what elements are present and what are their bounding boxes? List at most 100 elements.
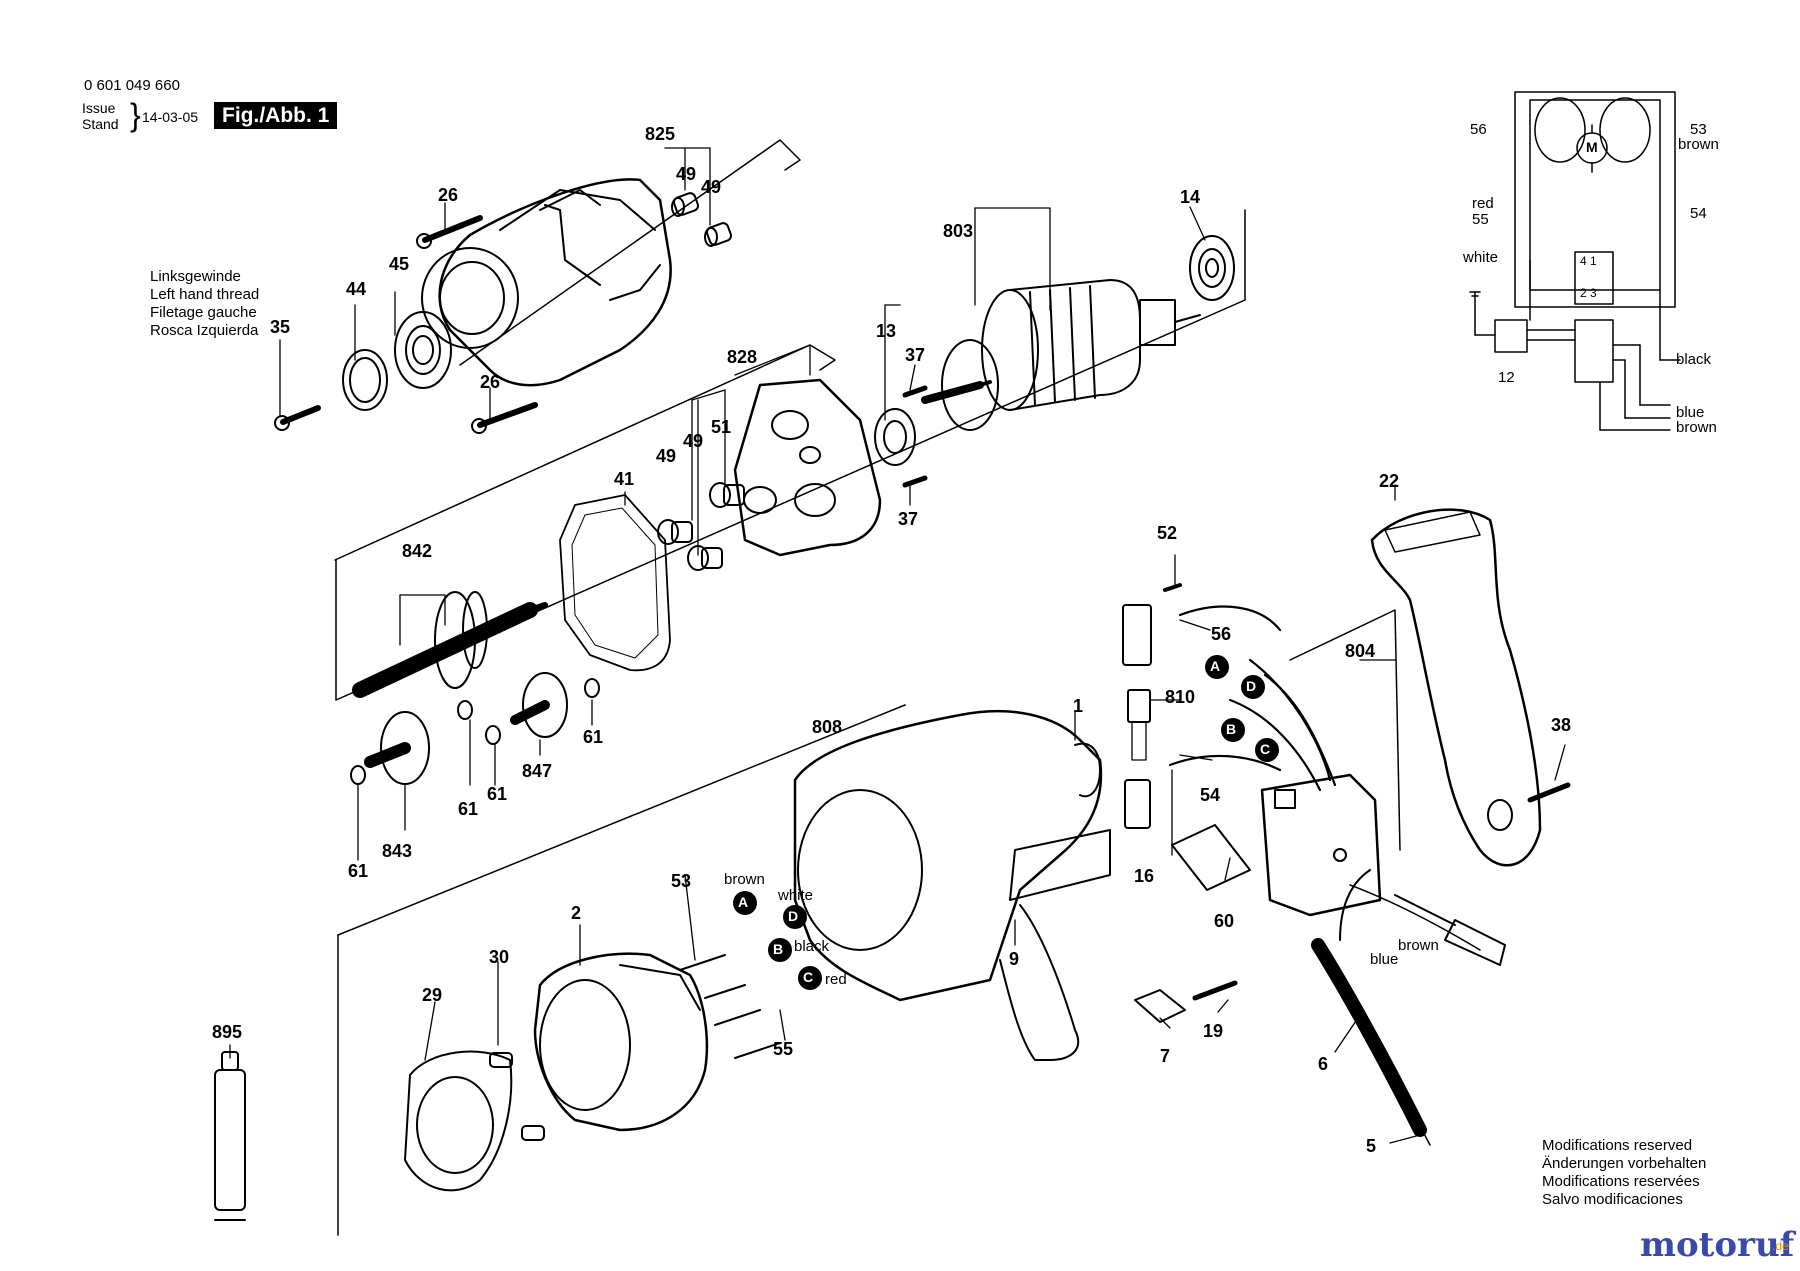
screw-26-top: [416, 215, 483, 249]
connector-c-label: C: [803, 969, 814, 985]
part-label: 61: [348, 861, 369, 881]
lock-washer-44: [342, 349, 388, 411]
schematic-label: brown: [1676, 419, 1717, 436]
part-label: 49: [683, 431, 704, 451]
switch-terminals-top: 4 1: [1580, 254, 1597, 268]
carbon-brush-810: [1127, 689, 1151, 761]
part-label: 895: [212, 1022, 243, 1042]
connector-a-label: A: [1210, 658, 1221, 674]
part-label: 30: [489, 947, 510, 967]
connector-a-label: A: [738, 894, 749, 910]
mods-fr: Modifications reservées: [1542, 1173, 1700, 1190]
schematic-label: 12: [1498, 369, 1515, 386]
schematic-label: red: [1472, 195, 1494, 212]
schematic-label: brown: [1678, 136, 1719, 153]
part-label: 26: [480, 372, 501, 392]
thread-note: Linksgewinde Left hand thread Filetage g…: [150, 268, 259, 340]
part-label: 847: [522, 761, 553, 781]
part-label: 2: [571, 903, 582, 923]
part-label: 37: [905, 345, 926, 365]
washers-61: [350, 678, 600, 785]
part-label: 49: [701, 177, 722, 197]
screw-35: [274, 405, 321, 431]
part-label: 6: [1318, 1054, 1329, 1074]
part-label: 61: [487, 784, 508, 804]
cord-6: [1311, 869, 1481, 1146]
part-label: 29: [422, 985, 443, 1005]
part-label: 842: [402, 541, 433, 561]
dowels-30: [489, 1052, 545, 1141]
field-coil-2: [533, 952, 709, 1132]
gear-847: [510, 672, 568, 738]
part-label: 60: [1214, 911, 1235, 931]
part-label: 55: [773, 1039, 794, 1059]
connector-d-label: D: [788, 908, 799, 924]
part-label: 7: [1160, 1046, 1171, 1066]
part-label: 5: [1366, 1136, 1377, 1156]
handle-22: [1370, 508, 1542, 867]
thread-note-de: Linksgewinde: [150, 268, 241, 285]
gear-housing-825: [421, 178, 672, 387]
thread-note-es: Rosca Izquierda: [150, 322, 259, 339]
thread-note-en: Left hand thread: [150, 286, 260, 303]
part-label: 843: [382, 841, 413, 861]
gear-843: [364, 711, 430, 785]
wire-color-label: black: [794, 938, 830, 955]
stand-label: Stand: [82, 116, 119, 132]
schematic-label: black: [1676, 351, 1712, 368]
bearing-45: [394, 311, 452, 389]
armature-803: [921, 279, 1201, 431]
part-label: 41: [614, 469, 635, 489]
mods-de: Änderungen vorbehalten: [1542, 1155, 1707, 1172]
issue-date: 14-03-05: [142, 109, 199, 125]
part-label: 61: [458, 799, 479, 819]
switch-terminals-bottom: 2 3: [1580, 286, 1597, 300]
bushings-49: [671, 192, 733, 247]
connector-c-label: C: [1260, 741, 1271, 757]
schematic-label: 54: [1690, 205, 1707, 222]
schematic-label: blue: [1676, 404, 1705, 421]
clamp-7-screw-19: [1134, 980, 1238, 1023]
wiring-schematic: [1469, 91, 1681, 431]
terminals-53-55: [679, 954, 781, 1059]
part-label: 19: [1203, 1021, 1224, 1041]
wire-color-label: white: [778, 887, 814, 904]
schematic-label: white: [1463, 249, 1499, 266]
screw-37-bottom: [902, 475, 928, 488]
screw-37-top: [902, 385, 928, 398]
connector-markers: [733, 655, 1279, 990]
insulator-60: [1171, 824, 1251, 891]
brand-logo: motoruf: [1640, 1225, 1795, 1265]
connector-b-label: B: [773, 941, 784, 957]
part-label: 16: [1134, 866, 1155, 886]
cable-56-54: [1168, 605, 1337, 792]
wire-color-label: blue: [1370, 951, 1399, 968]
part-label: 37: [898, 509, 919, 529]
mods-es: Salvo modificaciones: [1542, 1191, 1683, 1208]
air-guide-29: [404, 1050, 513, 1192]
part-label: 803: [943, 221, 974, 241]
part-label: 51: [711, 417, 732, 437]
part-label: 810: [1165, 687, 1196, 707]
part-label: 38: [1551, 715, 1572, 735]
part-label: 1: [1073, 696, 1084, 716]
figure-label: Fig./Abb. 1: [214, 102, 338, 129]
gasket-41: [559, 494, 671, 672]
group-frames: [334, 139, 1401, 1236]
part-label: 13: [876, 321, 897, 341]
part-label: 14: [1180, 187, 1201, 207]
switch-804: [1260, 773, 1382, 917]
bearing-14: [1189, 235, 1235, 301]
part-label: 61: [583, 727, 604, 747]
part-label: 26: [438, 185, 459, 205]
motor-housing-808: [793, 709, 1111, 1061]
brush-holder-16: [1124, 779, 1151, 829]
issue-label: Issue: [82, 100, 116, 116]
schematic-label: 55: [1472, 211, 1489, 228]
part-label: 825: [645, 124, 676, 144]
thread-note-fr: Filetage gauche: [150, 304, 257, 321]
brush-holder-top: [1122, 583, 1182, 666]
schematic-label: 53: [1690, 121, 1707, 138]
screw-26-bottom: [471, 402, 538, 434]
